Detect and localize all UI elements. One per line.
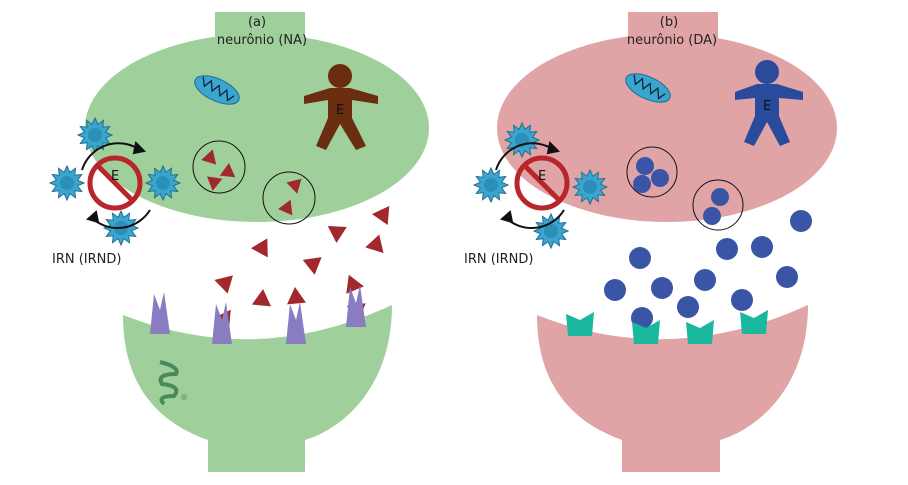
dopamine-molecule: [677, 296, 699, 318]
dopamine-molecule: [716, 238, 738, 260]
no-symbol-icon: [514, 155, 570, 211]
reuptake-transporter-core: [544, 224, 558, 238]
dopamine-receptor: [632, 320, 660, 344]
vesicle-da-2: [692, 179, 744, 231]
dopamine-molecule: [694, 269, 716, 291]
reuptake-transporter-core: [583, 180, 597, 194]
inhibitor-label-b: IRN (IRND): [464, 252, 533, 267]
noradrenaline-molecule: [214, 275, 233, 294]
dopamine-molecule: [651, 169, 669, 187]
noradrenaline-molecule: [287, 287, 307, 305]
noradrenaline-molecule: [286, 178, 302, 194]
noradrenaline-molecule: [278, 199, 293, 216]
dopamine-receptor: [686, 320, 714, 344]
presynaptic-terminal-da: [497, 34, 837, 222]
panel-title-a: neurônio (NA): [217, 33, 307, 48]
postsynaptic-neuron-da: [537, 305, 808, 472]
noradrenaline-receptor: [212, 302, 232, 344]
dopamine-molecule: [629, 247, 651, 269]
noradrenaline-molecule: [365, 234, 384, 254]
reuptake-transporter-core: [156, 176, 170, 190]
enzyme-figure-icon: [304, 64, 378, 150]
noradrenaline-molecule: [250, 238, 268, 258]
dopamine-molecule: [751, 236, 773, 258]
dopamine-molecule: [636, 157, 654, 175]
enzyme-label-a: E: [336, 103, 344, 118]
dopamine-molecule: [651, 277, 673, 299]
dopamine-receptor: [740, 310, 768, 334]
logo-icon: ®: [158, 360, 188, 406]
noradrenaline-molecule: [201, 149, 217, 165]
panel-letter-b: (b): [660, 15, 678, 30]
postsynaptic-neuron-na: [123, 305, 392, 472]
noradrenaline-receptor: [286, 302, 306, 344]
dopamine-molecule: [711, 188, 729, 206]
dopamine-molecule: [631, 307, 653, 329]
noradrenaline-receptor: [346, 285, 366, 327]
panel-title-b: neurônio (DA): [627, 33, 717, 48]
noradrenaline-molecule: [302, 257, 322, 275]
noradrenaline-molecule: [371, 205, 390, 225]
panel-b-dopaminergic: (b) neurônio (DA) E E IRN (IRND): [464, 12, 837, 472]
reuptake-cycle-arrows: [81, 140, 151, 229]
reuptake-transporter-core: [60, 176, 74, 190]
noradrenaline-molecule: [219, 163, 236, 178]
blocked-enzyme-label-a: E: [111, 169, 119, 184]
noradrenaline-molecule: [251, 289, 271, 307]
dopamine-molecule: [731, 289, 753, 311]
dopamine-receptor: [566, 312, 594, 336]
dopamine-molecule: [604, 279, 626, 301]
vesicle-na-1: [192, 140, 246, 194]
panel-letter-a: (a): [248, 15, 266, 30]
noradrenaline-molecule: [346, 274, 364, 294]
dopamine-molecule: [703, 207, 721, 225]
mitochondrion-icon: [625, 73, 671, 103]
enzyme-label-b: E: [763, 99, 771, 114]
reuptake-cycle-arrows: [495, 140, 565, 229]
dopamine-molecule: [633, 175, 651, 193]
blocked-enzyme-label-b: E: [538, 169, 546, 184]
mitochondrion-icon: [194, 75, 240, 105]
dopamine-molecule: [776, 266, 798, 288]
noradrenaline-molecule: [206, 176, 223, 191]
inhibitor-label-a: IRN (IRND): [52, 252, 121, 267]
vesicle-da-1: [626, 146, 678, 198]
svg-text:®: ®: [180, 393, 188, 402]
noradrenaline-molecule: [327, 225, 347, 244]
vesicle-na-2: [262, 171, 316, 225]
dopamine-molecule: [790, 210, 812, 232]
no-symbol-icon: [87, 155, 143, 211]
panel-a-noradrenergic: (a) neurônio (NA) E E IRN (IRND) ®: [48, 12, 429, 472]
noradrenaline-receptor: [150, 292, 170, 334]
enzyme-figure-icon: [735, 60, 803, 146]
reuptake-transporter-core: [88, 128, 102, 142]
reuptake-transporter-core: [484, 178, 498, 192]
